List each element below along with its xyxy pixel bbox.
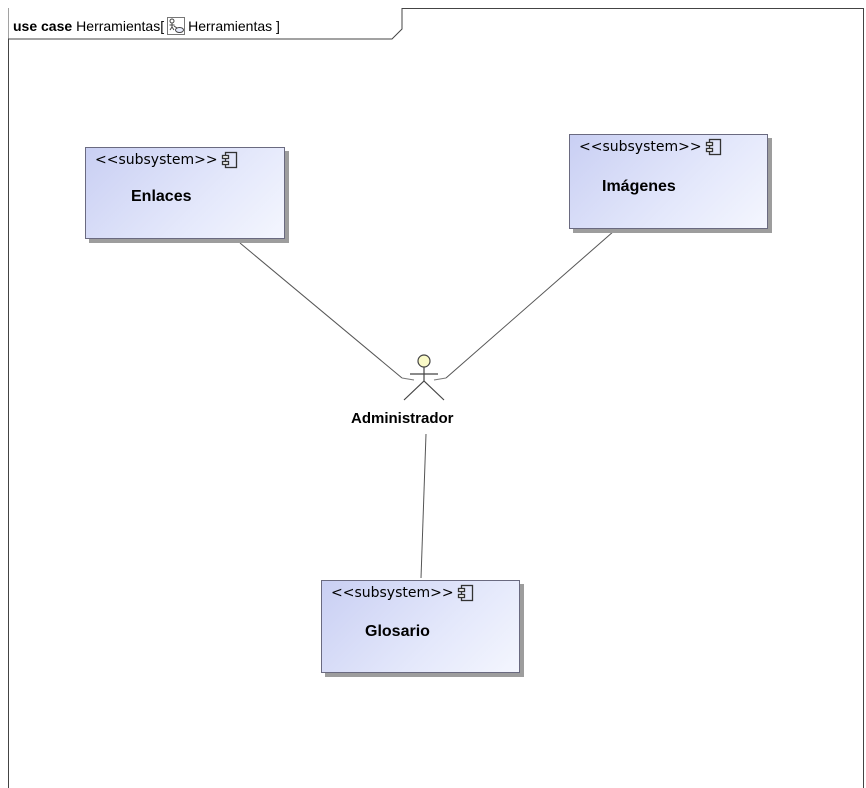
subsystem-stereotype: <<subsystem>>: [331, 584, 475, 602]
subsystem-name: Glosario: [365, 623, 430, 640]
subsystem-name: Imágenes: [602, 178, 676, 195]
subsystem-name: Enlaces: [131, 188, 192, 205]
stereotype-label: <<subsystem>>: [579, 139, 702, 155]
actor-name: Administrador: [351, 410, 454, 427]
stereotype-label: <<subsystem>>: [95, 152, 218, 168]
association-administrador-glosario: [420, 433, 427, 579]
subsystem-stereotype: <<subsystem>>: [95, 151, 239, 169]
frame-keyword: use case: [13, 18, 73, 34]
component-icon: [221, 151, 239, 169]
frame-name: Herramientas[: [76, 18, 165, 34]
frame-diagram-ref: Herramientas ]: [188, 18, 280, 34]
subsystem-stereotype: <<subsystem>>: [579, 138, 723, 156]
component-icon: [705, 138, 723, 156]
use-case-diagram-icon[interactable]: [167, 17, 186, 35]
stereotype-label: <<subsystem>>: [331, 585, 454, 601]
association-imagenes-administrador: [445, 230, 615, 379]
subsystem-imagenes[interactable]: <<subsystem>> Imágenes: [569, 134, 768, 229]
frame-title: use case Herramientas[ Herramientas ]: [13, 17, 280, 35]
component-icon: [457, 584, 475, 602]
stick-figure-actor-icon: [401, 354, 447, 401]
subsystem-glosario[interactable]: <<subsystem>> Glosario: [321, 580, 520, 673]
frame-tab-outline: [8, 8, 403, 40]
subsystem-enlaces[interactable]: <<subsystem>> Enlaces: [85, 147, 285, 239]
association-enlaces-administrador: [239, 242, 403, 379]
actor-administrador[interactable]: [398, 353, 450, 403]
